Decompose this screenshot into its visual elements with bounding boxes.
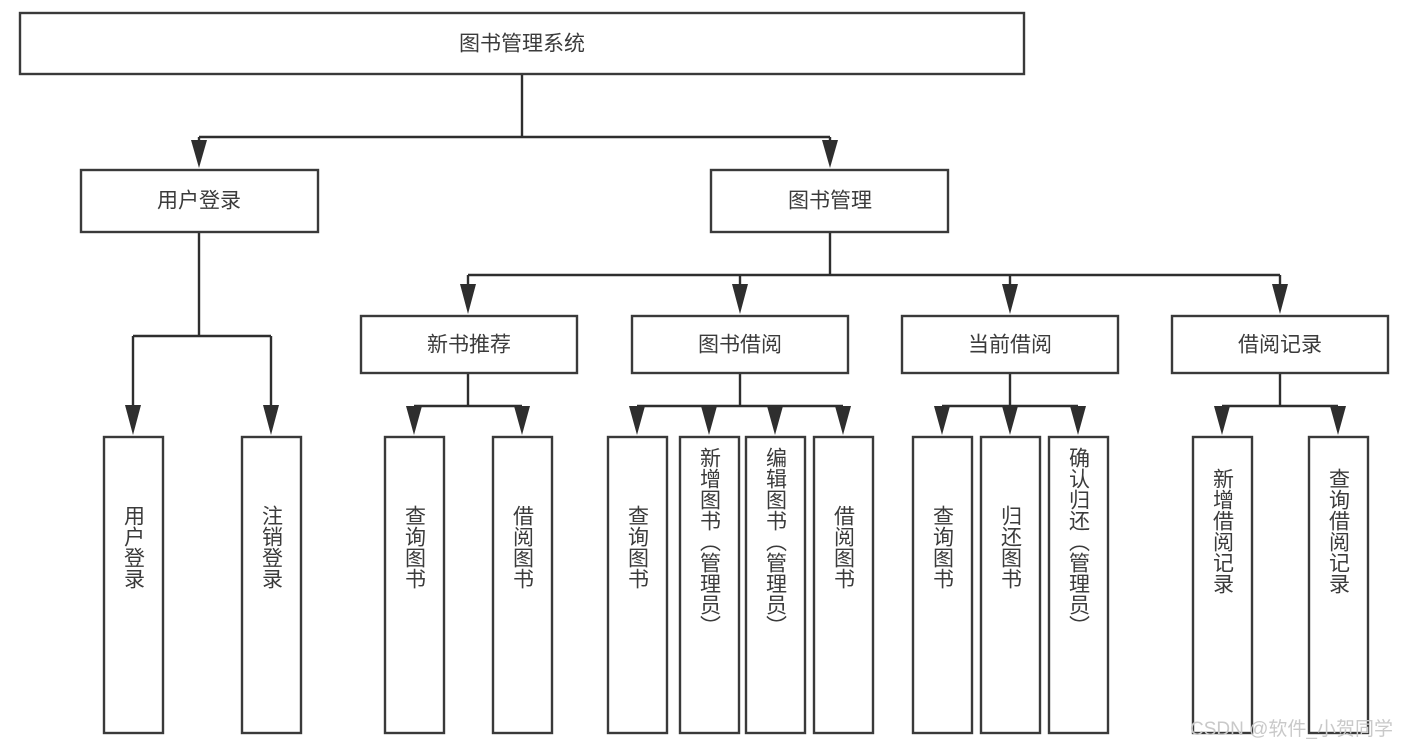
node-leaf-add-book-box[interactable] [678,435,741,735]
node-root-box[interactable] [18,11,1026,76]
node-leaf-borrow-book-2-label: 借阅图书 [832,505,856,589]
node-user-login-box[interactable] [79,168,320,234]
connector-root-to-level2 [191,74,838,168]
node-borrow-record-box[interactable] [1170,314,1390,375]
node-root[interactable]: 图书管理系统 [18,11,1026,76]
node-book-manage[interactable]: 图书管理 [709,168,950,234]
node-book-borrow-label: 图书借阅 [698,334,782,357]
node-book-borrow-box[interactable] [630,314,850,375]
connector-new-book-recommend-to-leaves [406,373,530,435]
node-leaf-borrow-book-1-label: 借阅图书 [511,505,535,589]
node-root-label: 图书管理系统 [459,33,585,56]
connector-user-login-to-leaves [125,232,279,435]
arrow-to-current-borrow [1002,284,1018,314]
arrow-to-user-login [191,140,207,168]
node-borrow-record-label: 借阅记录 [1238,334,1322,357]
node-leaf-borrow-book-2-box[interactable] [812,435,875,735]
node-leaf-add-record-label: 新增借阅记录 [1211,468,1235,594]
node-leaf-borrow-book-1-box[interactable] [491,435,554,735]
arrow-to-leaf-query-book-2 [629,406,645,435]
arrow-to-leaf-confirm-return [1070,406,1086,435]
node-leaf-query-book-1-label: 查询图书 [403,505,427,589]
node-leaf-query-book-1-box[interactable] [383,435,446,735]
connector-book-borrow-to-leaves [629,373,851,435]
node-leaf-borrow-book-2[interactable]: 借阅图书 [812,435,875,735]
arrow-to-leaf-add-record [1214,406,1230,435]
arrow-to-new-book-recommend [460,284,476,314]
arrow-to-leaf-user-login [125,405,141,435]
arrow-to-leaf-query-record [1330,406,1346,435]
node-borrow-record[interactable]: 借阅记录 [1170,314,1390,375]
node-book-manage-label: 图书管理 [788,190,872,213]
node-user-login-label: 用户登录 [157,190,241,213]
node-new-book-recommend-label: 新书推荐 [427,334,511,357]
node-leaf-query-book-2-label: 查询图书 [626,505,650,589]
node-leaf-query-record-box[interactable] [1307,435,1370,735]
node-leaf-user-logout-box[interactable] [240,435,303,735]
node-leaf-user-login-box[interactable] [102,435,165,735]
node-leaf-edit-book-box[interactable] [744,435,807,735]
node-current-borrow[interactable]: 当前借阅 [900,314,1120,375]
node-leaf-confirm-return-box[interactable] [1047,435,1110,735]
node-leaf-query-record-label: 查询借阅记录 [1327,468,1351,594]
node-book-borrow[interactable]: 图书借阅 [630,314,850,375]
node-leaf-query-record[interactable]: 查询借阅记录 [1307,435,1370,735]
node-leaf-return-book-label: 归还图书 [999,505,1023,589]
arrow-to-leaf-user-logout [263,405,279,435]
node-user-login[interactable]: 用户登录 [79,168,320,234]
node-leaf-user-login-label: 用户登录 [122,505,146,589]
node-current-borrow-label: 当前借阅 [968,334,1052,357]
node-leaf-user-logout-label: 注销登录 [260,505,284,589]
arrow-to-book-manage [822,140,838,168]
node-leaf-query-book-2-box[interactable] [606,435,669,735]
node-current-borrow-box[interactable] [900,314,1120,375]
arrow-to-borrow-record [1272,284,1288,314]
node-leaf-add-book[interactable]: 新增图书（管理员） [678,435,741,735]
node-leaf-add-record-box[interactable] [1191,435,1254,735]
node-book-manage-box[interactable] [709,168,950,234]
node-leaf-add-book-label: 新增图书（管理员） [698,447,722,636]
arrow-to-leaf-borrow-book-2 [835,406,851,435]
node-leaf-user-login[interactable]: 用户登录 [102,435,165,735]
node-leaf-query-book-3[interactable]: 查询图书 [911,435,974,735]
arrow-to-leaf-query-book-1 [406,406,422,435]
node-leaf-edit-book[interactable]: 编辑图书（管理员） [744,435,807,735]
node-leaf-query-book-1[interactable]: 查询图书 [383,435,446,735]
node-leaf-query-book-2[interactable]: 查询图书 [606,435,669,735]
node-new-book-recommend-box[interactable] [359,314,579,375]
watermark-text: CSDN @软件_小贺同学 [1190,718,1393,740]
connector-current-borrow-to-leaves [934,373,1086,435]
arrow-to-leaf-borrow-book-1 [514,406,530,435]
node-new-book-recommend[interactable]: 新书推荐 [359,314,579,375]
connector-book-manage-to-level3 [460,232,1288,314]
arrow-to-leaf-return-book [1002,406,1018,435]
node-leaf-query-book-3-label: 查询图书 [931,505,955,589]
node-leaf-borrow-book-1[interactable]: 借阅图书 [491,435,554,735]
node-leaf-query-book-3-box[interactable] [911,435,974,735]
arrow-to-leaf-add-book [701,406,717,435]
node-leaf-confirm-return[interactable]: 确认归还（管理员） [1047,435,1110,735]
arrow-to-leaf-edit-book [767,406,783,435]
node-leaf-edit-book-label: 编辑图书（管理员） [764,447,788,636]
node-leaf-user-logout[interactable]: 注销登录 [240,435,303,735]
node-leaf-return-book-box[interactable] [979,435,1042,735]
node-leaf-confirm-return-label: 确认归还（管理员） [1067,447,1091,636]
node-leaf-return-book[interactable]: 归还图书 [979,435,1042,735]
arrow-to-book-borrow [732,284,748,314]
arrow-to-leaf-query-book-3 [934,406,950,435]
connector-borrow-record-to-leaves [1214,373,1346,435]
node-leaf-add-record[interactable]: 新增借阅记录 [1191,435,1254,735]
